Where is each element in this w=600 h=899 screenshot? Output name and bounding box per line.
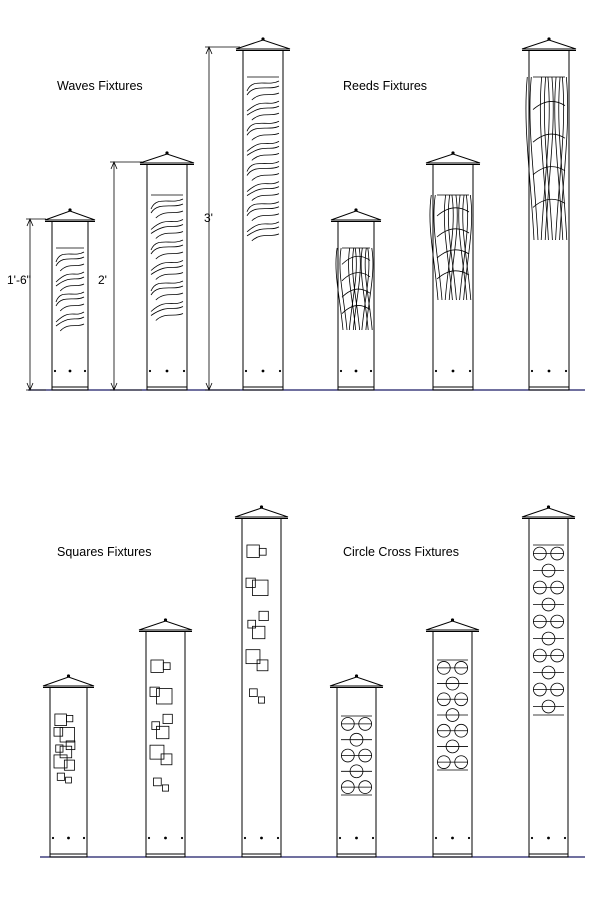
squares-fixture-tall <box>234 505 289 858</box>
circles-fixture-medium-cap <box>425 620 480 631</box>
waves-fixture-short-pattern <box>55 247 85 332</box>
label-squares-fixtures: Squares Fixtures <box>57 545 151 559</box>
waves-fixture-short-post <box>51 221 89 391</box>
circles-fixture-tall-post <box>528 518 569 858</box>
waves-fixture-tall-pattern <box>246 76 280 242</box>
reeds-fixture-tall-pattern <box>525 76 569 241</box>
label-waves-fixtures: Waves Fixtures <box>57 79 143 93</box>
fixtures-group <box>42 37 577 858</box>
squares-fixture-tall-post <box>241 518 282 858</box>
waves-fixture-medium <box>139 151 195 391</box>
circles-fixture-medium-post <box>432 631 473 858</box>
waves-fixture-medium-pattern <box>150 194 184 321</box>
dimension-tall <box>205 45 240 392</box>
dimension-medium-label: 2' <box>98 273 107 287</box>
dimension-short-label: 1'-6" <box>7 273 31 287</box>
circles-fixture-tall <box>521 505 576 858</box>
reeds-fixture-tall-cap <box>521 39 577 50</box>
circles-fixture-medium-pattern <box>437 659 468 771</box>
squares-fixture-short-cap <box>42 676 95 687</box>
reeds-fixture-medium-post <box>432 164 474 391</box>
squares-fixture-medium-pattern <box>149 659 173 792</box>
squares-fixture-medium <box>138 618 193 858</box>
reeds-fixture-short <box>330 208 382 391</box>
waves-fixture-medium-cap <box>139 153 195 164</box>
squares-fixture-medium-post <box>145 631 186 858</box>
reeds-fixture-tall-post <box>528 50 570 391</box>
waves-fixture-tall-post <box>242 50 284 391</box>
reeds-fixture-short-post <box>337 221 375 391</box>
circles-fixture-short-cap <box>329 676 384 687</box>
reeds-fixture-medium-cap <box>425 153 481 164</box>
waves-fixture-short <box>44 208 96 391</box>
reeds-fixture-tall <box>521 37 577 391</box>
waves-fixture-tall-cap <box>235 39 291 50</box>
squares-fixture-short-pattern <box>53 713 76 784</box>
circles-fixture-tall-pattern <box>533 544 564 716</box>
waves-fixture-medium-post <box>146 164 188 391</box>
waves-fixture-tall <box>235 37 291 391</box>
label-circle-cross-fixtures: Circle Cross Fixtures <box>343 545 459 559</box>
reeds-fixture-short-pattern <box>335 247 374 331</box>
circles-fixture-short <box>329 674 384 858</box>
dimension-tall-label: 3' <box>204 211 213 225</box>
circles-fixture-tall-cap <box>521 507 576 518</box>
squares-fixture-tall-pattern <box>245 544 269 704</box>
dimension-short <box>26 217 46 392</box>
circles-fixture-medium <box>425 618 480 858</box>
reeds-fixture-medium-pattern <box>429 194 473 301</box>
squares-fixture-tall-cap <box>234 507 289 518</box>
reeds-fixture-short-cap <box>330 210 382 221</box>
squares-fixture-short-post <box>49 687 88 858</box>
circles-fixture-short-post <box>336 687 377 858</box>
circles-fixture-short-pattern <box>341 715 372 796</box>
label-reeds-fixtures: Reeds Fixtures <box>343 79 427 93</box>
squares-fixture-medium-cap <box>138 620 193 631</box>
reeds-fixture-medium <box>425 151 481 391</box>
waves-fixture-short-cap <box>44 210 96 221</box>
squares-fixture-short <box>42 674 95 858</box>
dimension-medium <box>110 160 142 392</box>
